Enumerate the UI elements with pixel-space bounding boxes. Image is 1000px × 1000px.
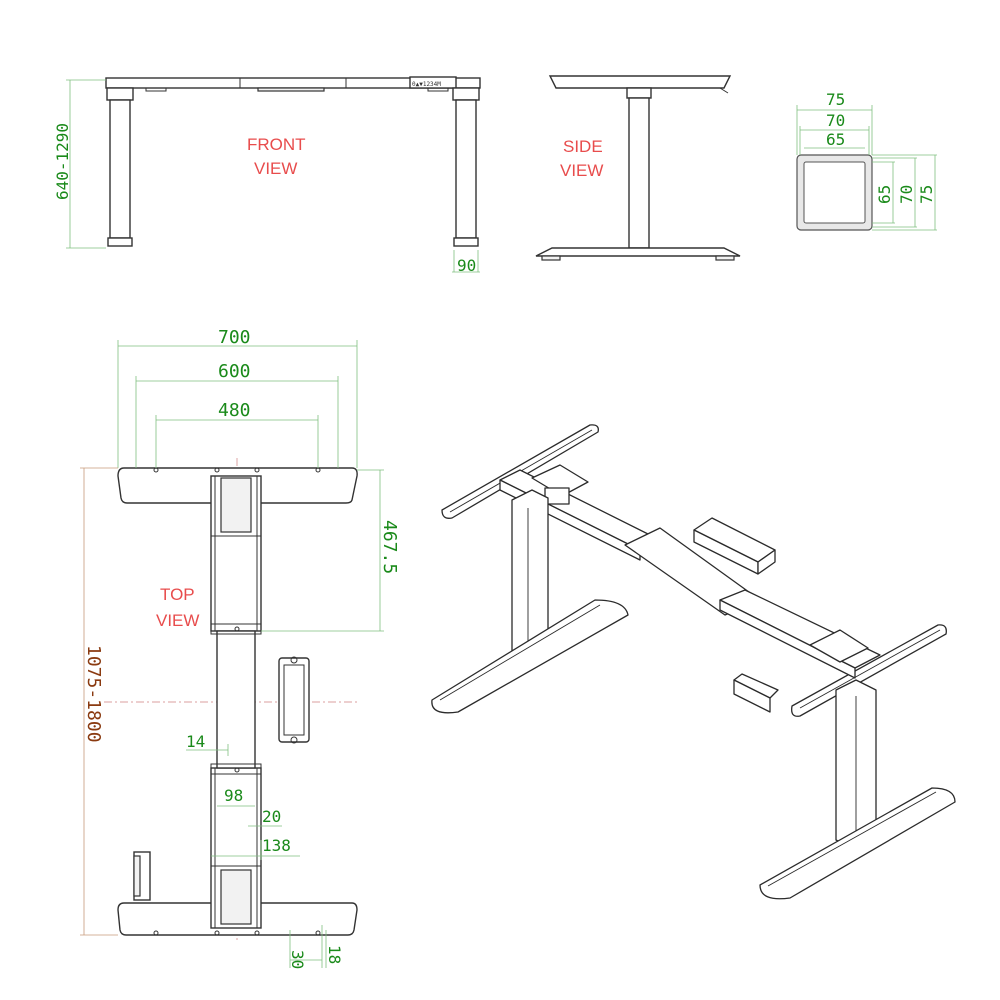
profile-inner-top-dim: 65	[826, 130, 845, 149]
front-control-box	[257, 87, 325, 92]
top-138-dim: 138	[262, 836, 291, 855]
top-beam-inner-tube	[216, 630, 256, 769]
top-14-dim: 14	[186, 732, 205, 751]
top-width-600-dim: 600	[218, 361, 251, 382]
front-view-label-2: VIEW	[254, 159, 297, 178]
front-view-label-1: FRONT	[247, 135, 306, 154]
profile-section: 75 70 65 65 70 75	[796, 90, 937, 231]
top-width-480-dim: 480	[218, 400, 251, 421]
top-control-box	[278, 657, 310, 743]
front-foot-dim: 90	[457, 256, 476, 275]
top-view-label-2: VIEW	[156, 611, 199, 630]
top-length-dim: 1075-1800	[83, 645, 104, 743]
profile-outer-side-dim: 75	[917, 185, 936, 204]
top-20-dim: 20	[262, 807, 281, 826]
top-view: 700 600 480 467.5 1075-1800 14 98 20 138	[80, 327, 400, 969]
front-keypad	[409, 76, 457, 89]
top-30-dim: 30	[288, 950, 307, 969]
top-view-label-1: TOP	[160, 585, 195, 604]
top-depth-dim: 467.5	[379, 520, 400, 574]
profile-mid-top-dim: 70	[826, 111, 845, 130]
iso-foot-back	[431, 599, 629, 714]
iso-beam-front-tube	[719, 589, 881, 669]
front-view: 0▲▼1234M 640-1290 90 FRONT VIEW	[53, 76, 481, 275]
profile-mid-side-dim: 70	[897, 185, 916, 204]
isometric-view	[431, 424, 956, 900]
iso-motor-front	[809, 629, 869, 663]
front-right-leg	[455, 99, 477, 239]
side-top-bracket	[548, 75, 732, 89]
top-width-700-dim: 700	[218, 327, 251, 348]
top-98-dim: 98	[224, 786, 243, 805]
profile-inner	[803, 161, 866, 224]
front-left-leg	[109, 99, 131, 239]
side-view: SIDE VIEW	[535, 75, 741, 261]
top-motor-lower	[220, 869, 252, 925]
top-18-dim: 18	[325, 945, 344, 964]
side-leg	[628, 97, 650, 249]
front-height-dim: 640-1290	[53, 123, 72, 200]
top-motor-upper	[220, 477, 252, 533]
profile-inner-side-dim: 65	[875, 185, 894, 204]
iso-foot-front	[759, 787, 956, 900]
profile-outer-top-dim: 75	[826, 90, 845, 109]
side-foot	[535, 247, 741, 257]
side-view-label-1: SIDE	[563, 137, 603, 156]
keypad-text: 0▲▼1234M	[412, 81, 441, 88]
side-view-label-2: VIEW	[560, 161, 603, 180]
